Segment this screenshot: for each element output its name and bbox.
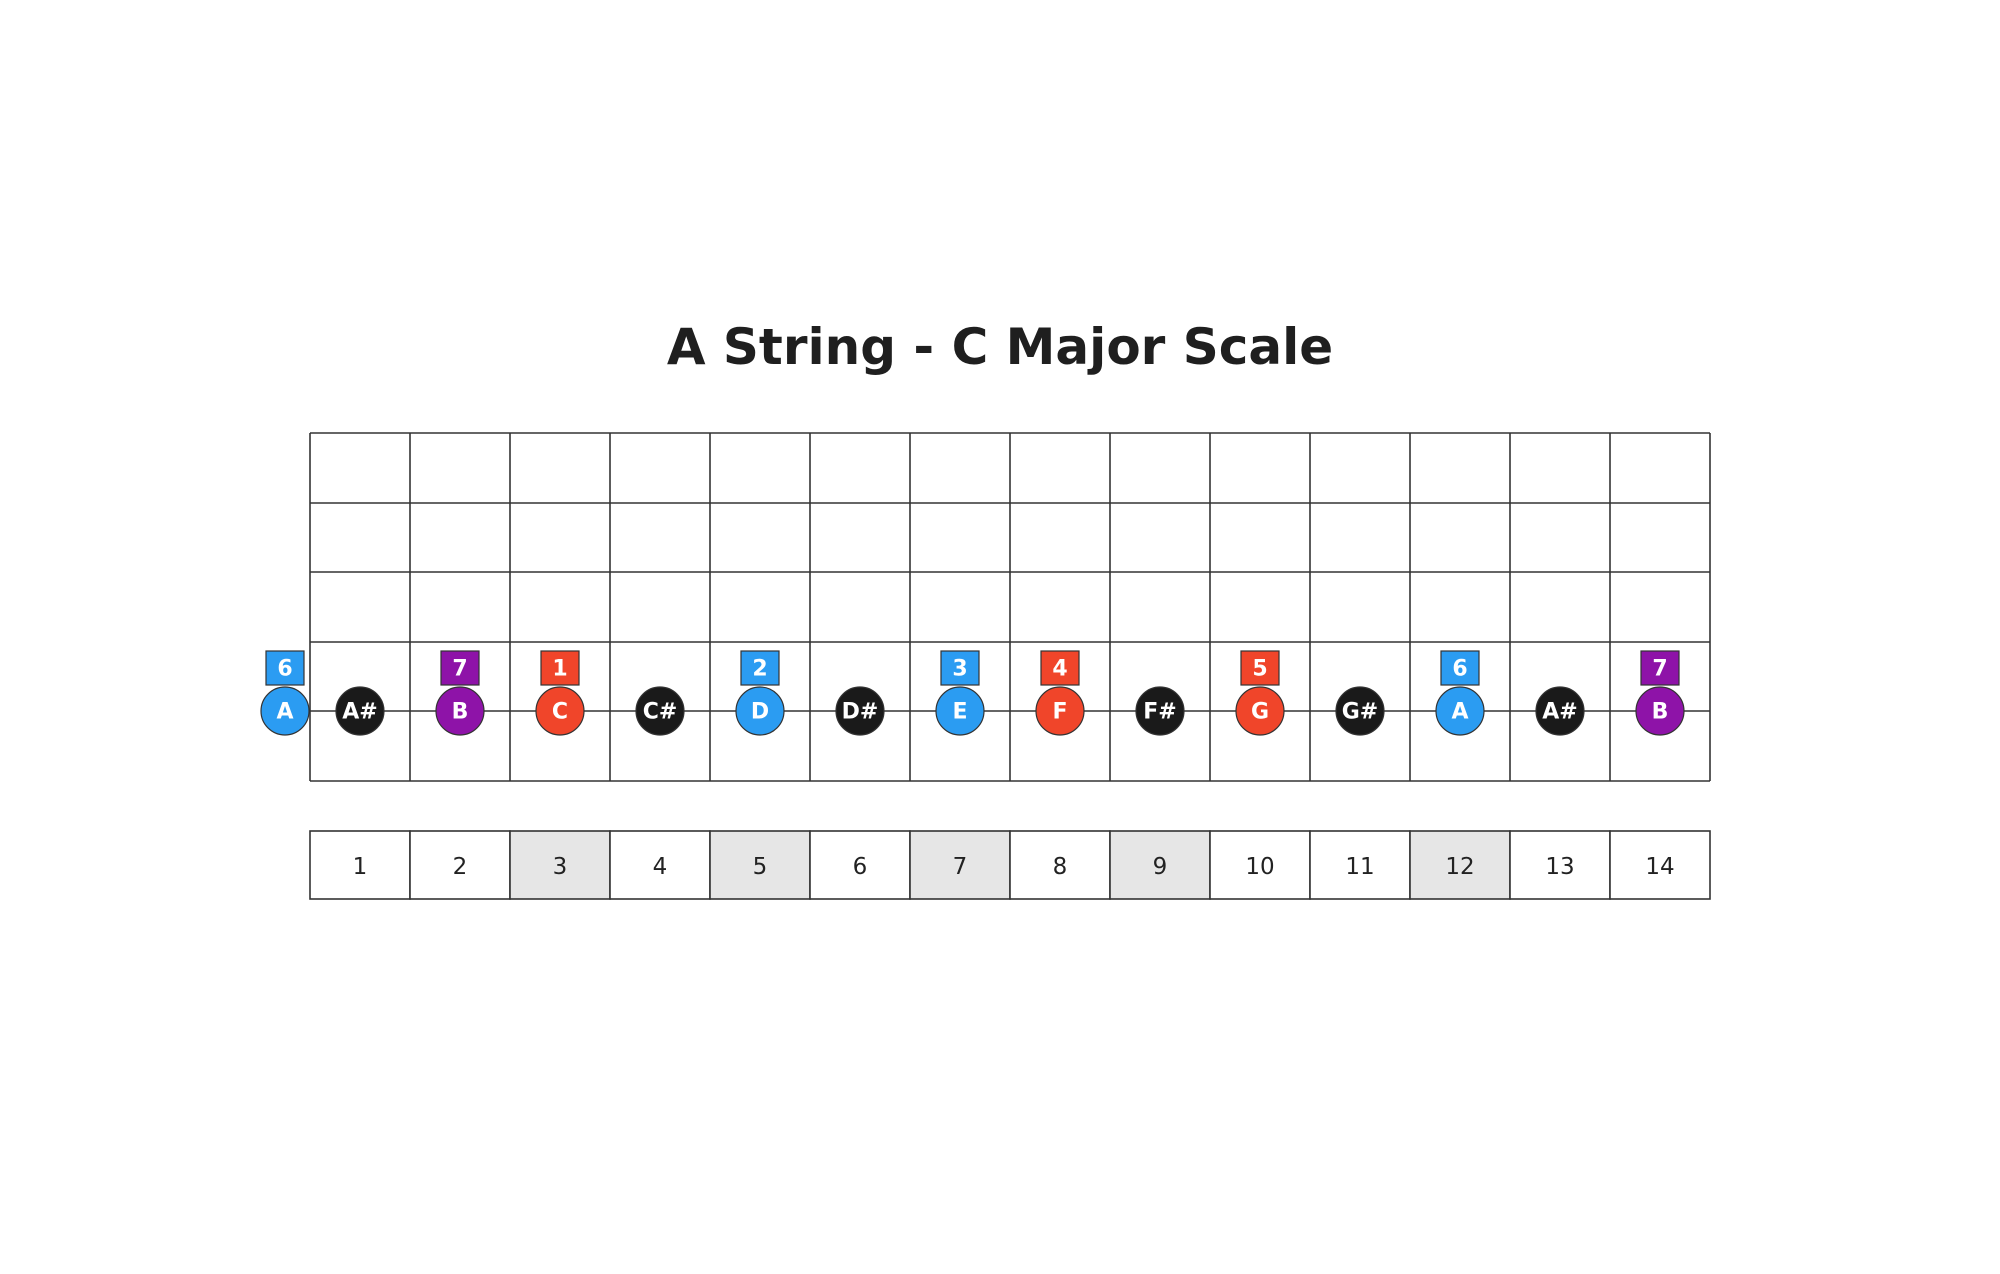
fret-number-highlights [309,830,1711,900]
fret-number-label: 12 [1445,854,1474,880]
note-marker: 5G [1235,650,1285,736]
fret-number-cell [409,830,511,900]
fret-number-cell [709,830,811,900]
fret-number-cell [1309,830,1411,900]
scale-degree-box [540,650,580,686]
note-marker: 4F [1035,650,1085,736]
fret-number-label: 9 [1153,854,1168,880]
fret-number-label: 11 [1345,854,1374,880]
note-marker: 7B [435,650,485,736]
note-label: F [1052,700,1067,725]
fret-number-label: 14 [1645,854,1674,880]
note-label: A# [1542,700,1577,725]
note-circle [535,686,585,736]
note-circle [735,686,785,736]
note-circle [635,686,685,736]
scale-degree-box [265,650,305,686]
note-circle [1635,686,1685,736]
fret-number-cell [1409,830,1511,900]
scale-degree-label: 7 [1652,657,1667,682]
fret-number-cell [809,830,911,900]
note-marker: 3E [935,650,985,736]
scale-degree-label: 6 [1452,657,1467,682]
note-label: G [1251,700,1269,725]
note-label: C [552,700,568,725]
diagram-title: A String - C Major Scale [666,318,1334,376]
note-circle [835,686,885,736]
note-circle [1035,686,1085,736]
fret-number-cell [1009,830,1111,900]
note-circle [1235,686,1285,736]
note-label: B [1652,700,1669,725]
scale-degree-box [1040,650,1080,686]
note-label: E [952,700,967,725]
fret-number-cell [1609,830,1711,900]
note-marker: C# [635,686,685,736]
fret-number-label: 6 [853,854,868,880]
note-label: A [1451,700,1468,725]
note-label: A# [342,700,377,725]
note-marker: G# [1335,686,1385,736]
scale-degree-label: 5 [1252,657,1267,682]
note-circle [260,686,310,736]
note-circle [335,686,385,736]
note-circle [1335,686,1385,736]
scale-degree-label: 3 [952,657,967,682]
note-circle [1535,686,1585,736]
fret-number-label: 4 [653,854,668,880]
fret-number-cell [1109,830,1211,900]
note-marker: A# [335,686,385,736]
note-label: D [751,700,769,725]
note-circle [935,686,985,736]
scale-degree-box [1440,650,1480,686]
note-marker: 7B [1635,650,1685,736]
fret-number-label: 3 [553,854,568,880]
note-marker: 2D [735,650,785,736]
scale-degree-box [940,650,980,686]
scale-degree-box [1640,650,1680,686]
fret-number-cell [609,830,711,900]
scale-degree-label: 7 [452,657,467,682]
scale-degree-label: 1 [552,657,567,682]
fret-number-label: 8 [1053,854,1068,880]
scale-degree-box [740,650,780,686]
note-circle [435,686,485,736]
note-label: D# [842,700,879,725]
scale-degree-box [440,650,480,686]
fret-number-cell [509,830,611,900]
fret-number-cell [1209,830,1311,900]
scale-degree-box [1240,650,1280,686]
note-circle [1135,686,1185,736]
fret-number-label: 13 [1545,854,1574,880]
note-marker: D# [835,686,885,736]
note-marker: 6A [1435,650,1485,736]
note-marker: 1C [535,650,585,736]
fret-number-label: 7 [953,854,968,880]
note-marker: F# [1135,686,1185,736]
note-label: C# [643,700,678,725]
fret-number-cell [309,830,411,900]
note-label: A [276,700,293,725]
fretboard-grid [285,432,1711,782]
note-marker: A# [1535,686,1585,736]
note-label: B [452,700,469,725]
note-label: G# [1342,700,1379,725]
scale-degree-label: 2 [752,657,767,682]
note-label: F# [1143,700,1176,725]
fret-number-label: 2 [453,854,468,880]
scale-degree-label: 4 [1052,657,1067,682]
note-marker: 6A [260,650,310,736]
fret-number-label: 1 [353,854,368,880]
note-circle [1435,686,1485,736]
scale-degree-label: 6 [277,657,292,682]
fret-number-label: 10 [1245,854,1274,880]
fret-number-label: 5 [753,854,768,880]
fret-number-cell [1509,830,1611,900]
